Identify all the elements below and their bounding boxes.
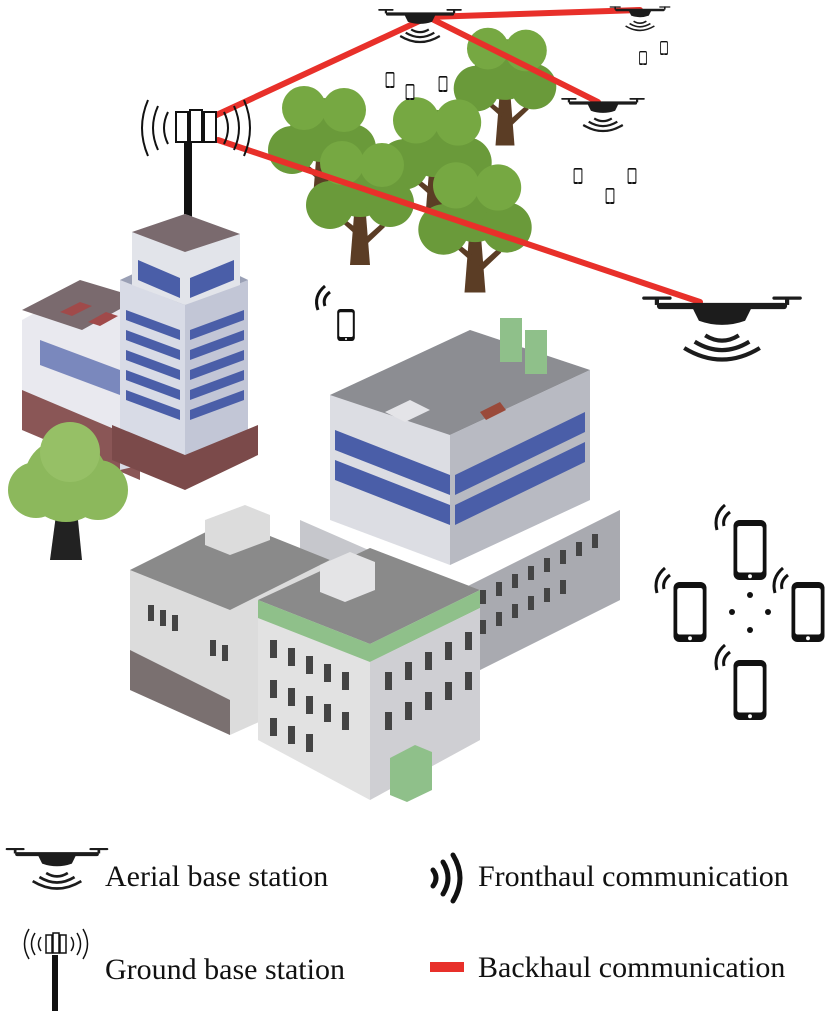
phone-icon xyxy=(405,84,415,100)
legend-ground-label: Ground base station xyxy=(105,953,345,986)
phone-icon xyxy=(733,660,767,720)
phone-icon xyxy=(660,41,668,55)
phone-icon xyxy=(673,582,707,642)
backhaul-link xyxy=(425,7,643,20)
legend-aerial-label: Aerial base station xyxy=(105,860,329,893)
signal-waves-icon xyxy=(430,852,463,904)
antenna-tower-icon xyxy=(23,928,89,1011)
backhaul-links xyxy=(207,7,703,305)
legend-backhaul-label: Backhaul communication xyxy=(478,951,786,984)
user-device xyxy=(315,284,355,341)
backhaul-link xyxy=(207,14,431,121)
phone-icon xyxy=(385,72,395,88)
phone-icon xyxy=(791,582,825,642)
users-cluster-right xyxy=(654,503,825,720)
backhaul-link xyxy=(425,14,601,105)
forest xyxy=(268,27,557,293)
phone-icon xyxy=(733,520,767,580)
phone-icon xyxy=(337,309,355,341)
phone-icon xyxy=(438,76,448,92)
aerial-base-station xyxy=(608,5,672,32)
aerial-base-station xyxy=(642,297,802,360)
legend-fronthaul-label: Fronthaul communication xyxy=(478,860,789,893)
phone-icon xyxy=(639,51,647,65)
drone-icon xyxy=(5,848,109,890)
backhaul-link xyxy=(215,137,703,305)
aerial-base-station xyxy=(560,96,646,133)
ground-base-station xyxy=(141,99,251,250)
phone-icon xyxy=(627,168,637,184)
phone-icon xyxy=(573,168,583,184)
tree xyxy=(8,422,128,560)
phone-icon xyxy=(605,188,615,204)
red-line-icon xyxy=(430,962,464,972)
front-building xyxy=(258,548,480,802)
